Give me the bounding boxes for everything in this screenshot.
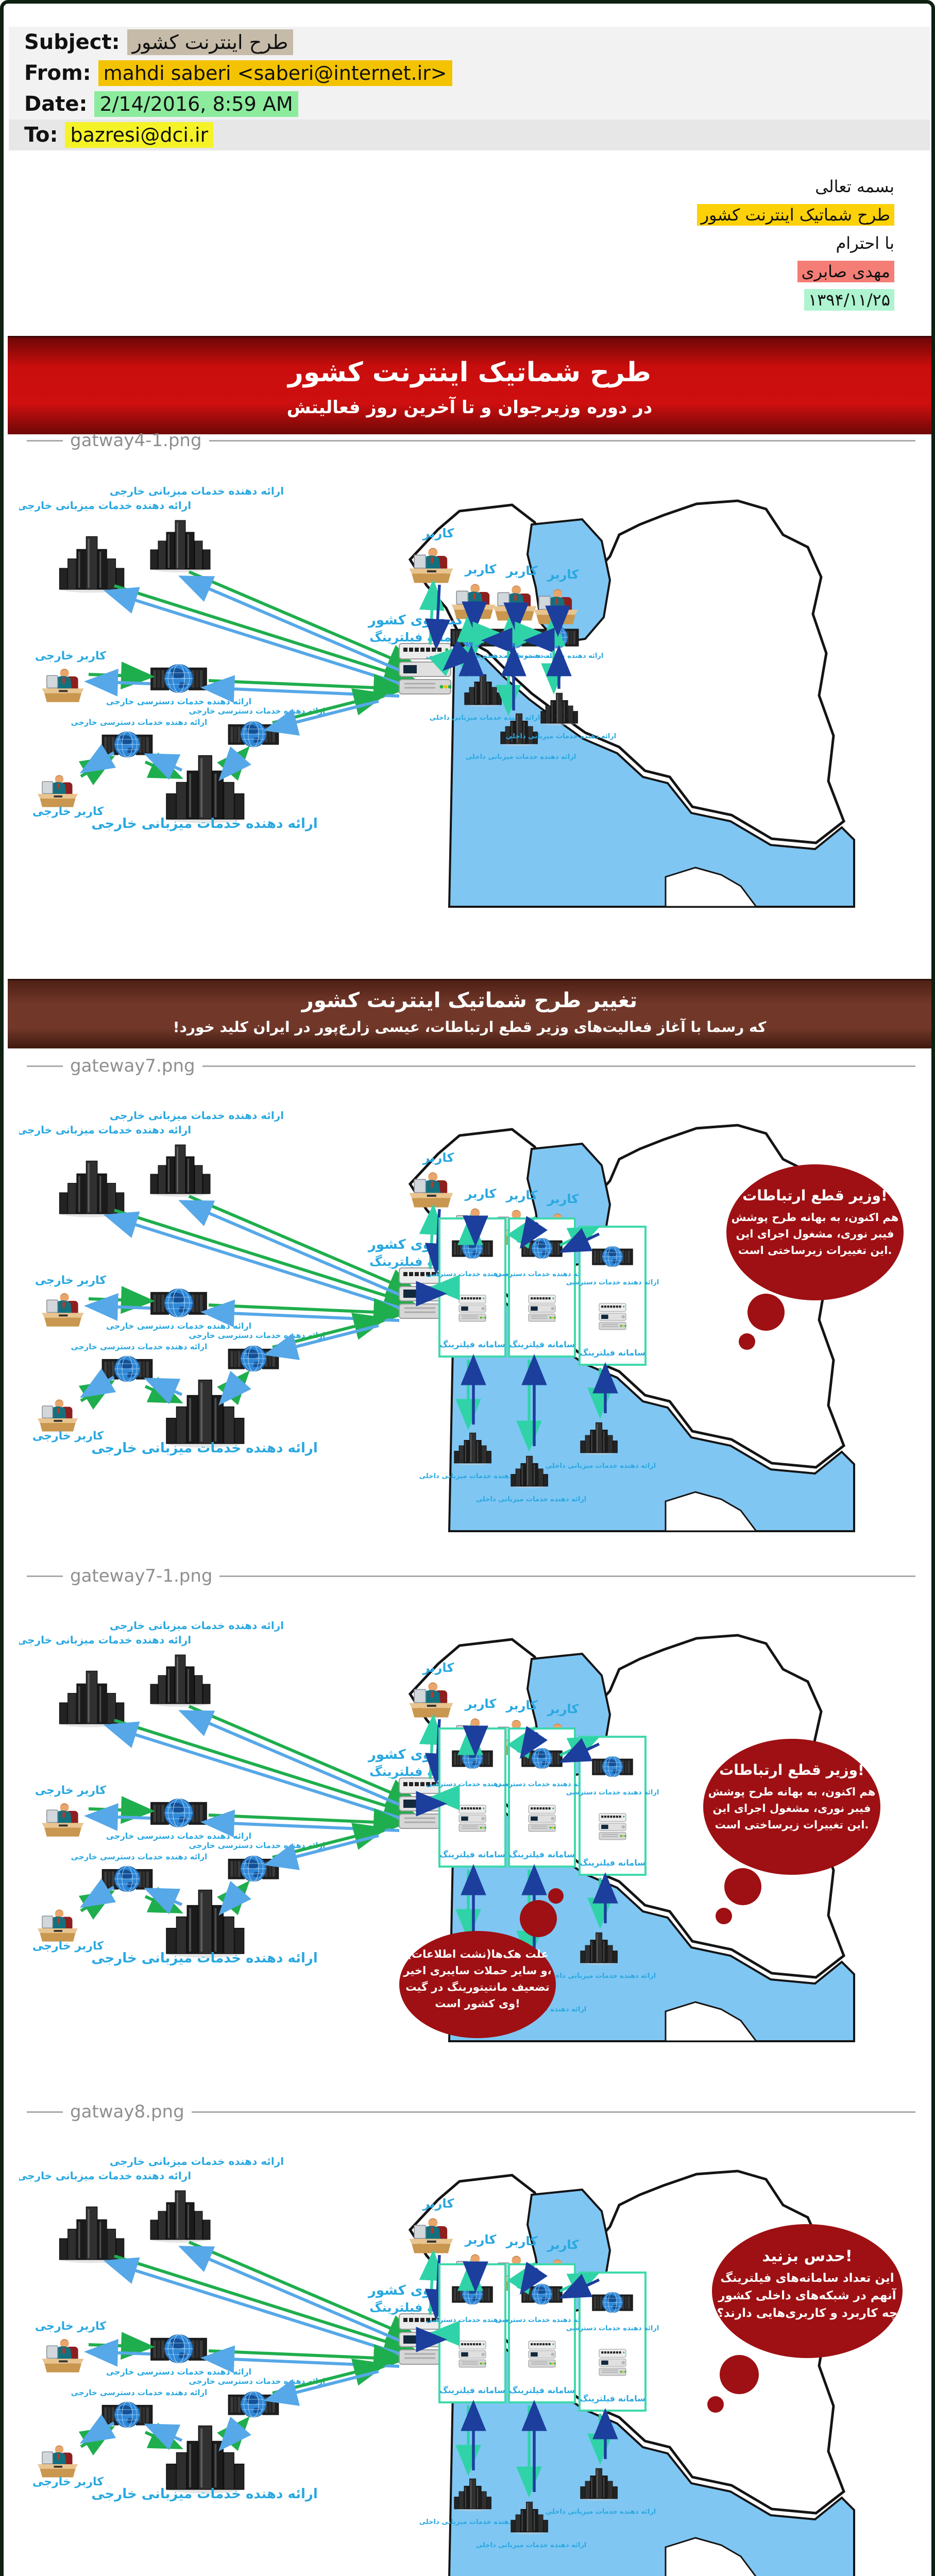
- caption-rule: [219, 1575, 915, 1577]
- caption-rule: [202, 1065, 915, 1067]
- diagram-gateway7-1: [19, 1590, 880, 2072]
- subject-value: طرح اینترنت کشور: [127, 29, 294, 55]
- from-label: From:: [24, 61, 91, 85]
- caption-rule: [27, 1065, 63, 1067]
- regards-line: با احترام: [836, 233, 894, 253]
- banner1-subtitle: در دوره وزیرجوان و تا آخرین روز فعالیتش: [286, 397, 653, 418]
- figure2-filename: gateway7.png: [70, 1056, 195, 1076]
- figure4-filename: gatway8.png: [70, 2102, 184, 2122]
- bismillah-line: بسمه تعالی: [815, 177, 894, 196]
- to-row: To: bazresi@dci.ir: [9, 120, 930, 150]
- from-row: From: mahdi saberi <saberi@internet.ir>: [9, 58, 930, 89]
- figure2-caption: gateway7.png: [27, 1056, 915, 1076]
- date-row: Date: 2/14/2016, 8:59 AM: [9, 89, 930, 120]
- caption-rule: [191, 2111, 915, 2113]
- figure3-caption: gateway7-1.png: [27, 1566, 915, 1586]
- figure3-filename: gateway7-1.png: [70, 1566, 213, 1586]
- diagram-gateway7: [19, 1080, 904, 1562]
- banner2-title: تغییر طرح شماتیک اینترنت کشور: [301, 989, 638, 1012]
- persian-date-highlight: ۱۳۹۴/۱۱/۲۵: [804, 289, 894, 311]
- caption-rule: [27, 439, 63, 442]
- from-value: mahdi saberi <saberi@internet.ir>: [98, 60, 452, 86]
- banner2-subtitle: که رسما با آغاز فعالیت‌های وزیر قطع ارتب…: [173, 1019, 767, 1036]
- to-label: To:: [24, 123, 58, 147]
- to-value: bazresi@dci.ir: [65, 122, 214, 148]
- caption-rule: [209, 439, 915, 442]
- figure1-caption: gatway4-1.png: [27, 430, 915, 451]
- caption-rule: [27, 2111, 63, 2113]
- subject-label: Subject:: [24, 30, 120, 54]
- email-header: Subject: طرح اینترنت کشور From: mahdi sa…: [9, 27, 930, 150]
- brown-title-banner: تغییر طرح شماتیک اینترنت کشور که رسما با…: [8, 979, 931, 1048]
- subject-row: Subject: طرح اینترنت کشور: [9, 27, 930, 58]
- figure1-filename: gatway4-1.png: [70, 430, 202, 451]
- caption-rule: [27, 1575, 63, 1577]
- figure4-caption: gatway8.png: [27, 2102, 915, 2122]
- date-label: Date:: [24, 92, 88, 116]
- date-value: 2/14/2016, 8:59 AM: [94, 91, 298, 117]
- diagram-gatway4-1: [19, 456, 923, 951]
- banner1-title: طرح شماتیک اینترنت کشور: [287, 357, 652, 388]
- email-body-intro: بسمه تعالی طرح شماتیک اینترنت کشور با اح…: [696, 173, 894, 314]
- sender-name-highlight: مهدی صابری: [797, 261, 894, 283]
- diagram-gatway8: [19, 2126, 903, 2576]
- plan-title-highlight: طرح شماتیک اینترنت کشور: [696, 204, 894, 226]
- red-title-banner: طرح شماتیک اینترنت کشور در دوره وزیرجوان…: [8, 336, 931, 434]
